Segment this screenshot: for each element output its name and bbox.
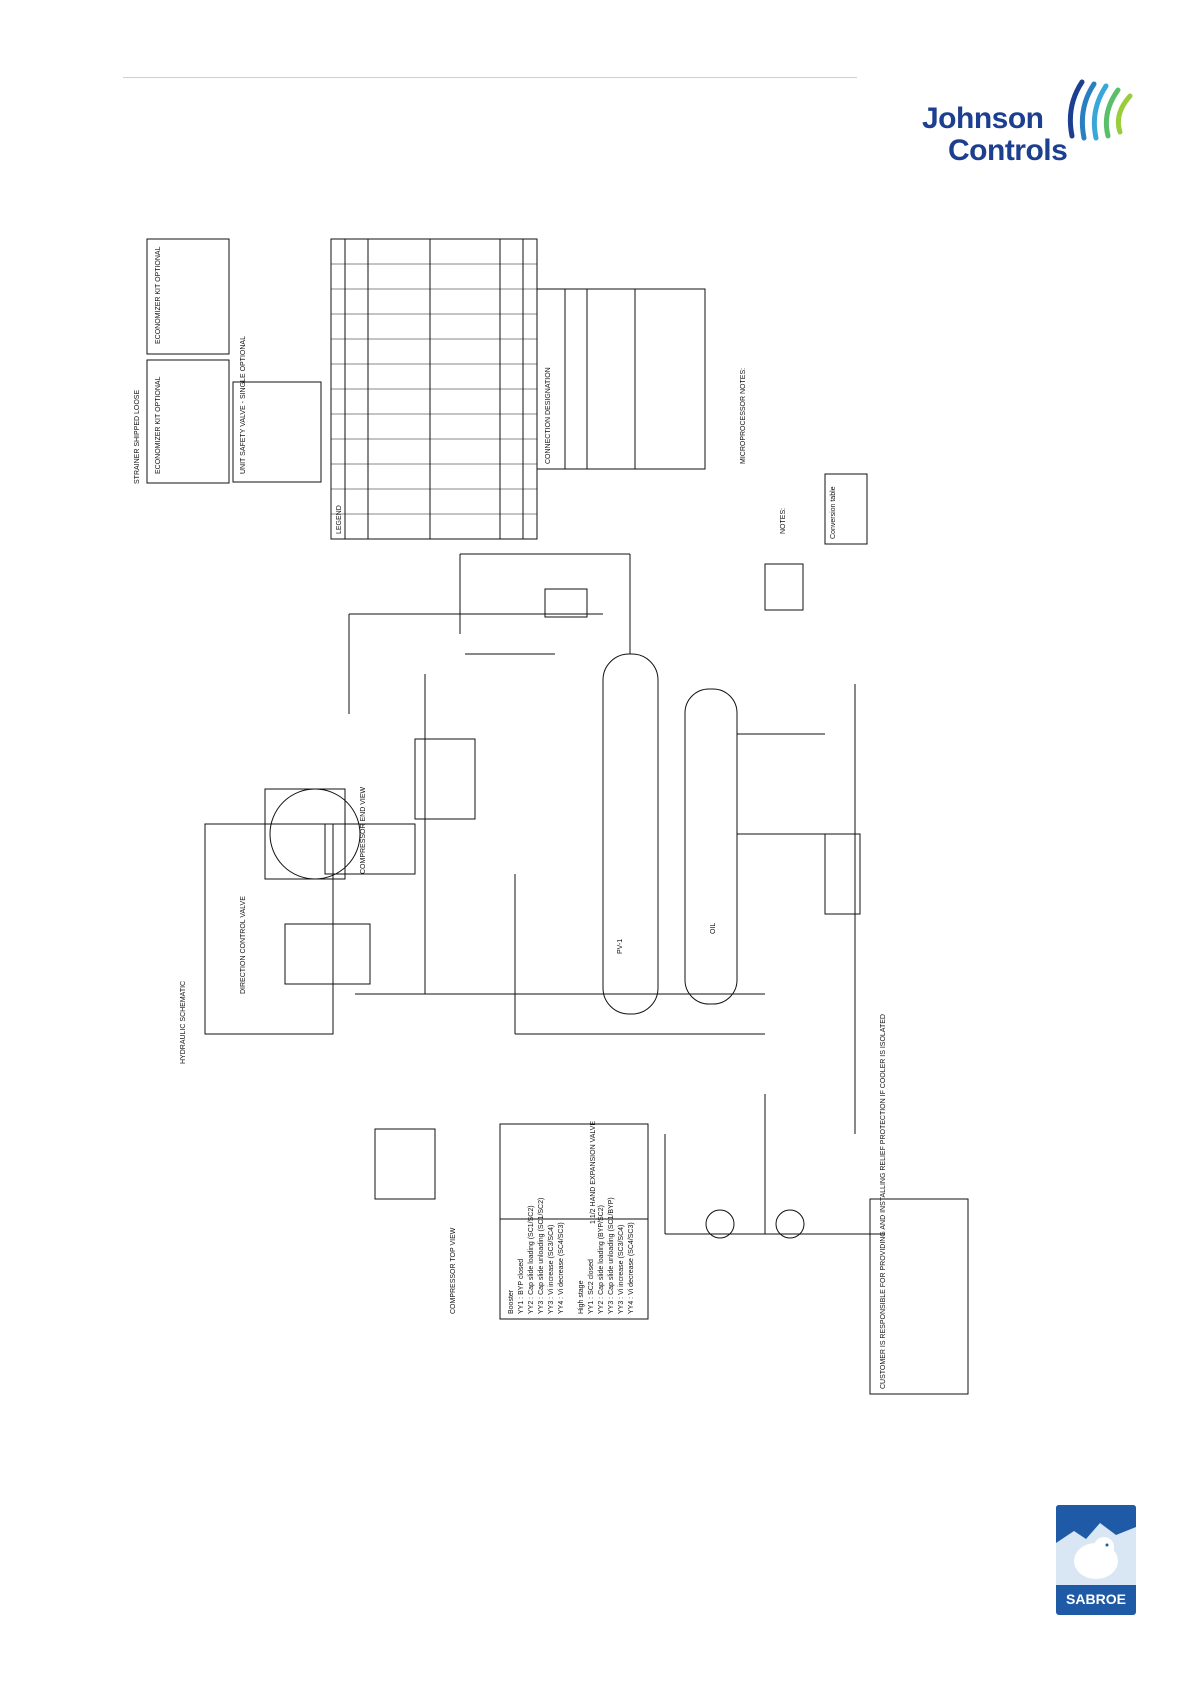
- unit-safety-valve-label: UNIT SAFETY VALVE - SINGLE OPTIONAL: [240, 336, 247, 474]
- direction-control-valve-label: DIRECTION CONTROL VALVE: [240, 896, 247, 994]
- compressor-end-view-label: COMPRESSOR END VIEW: [360, 786, 367, 874]
- piping-instrumentation-diagram: HYDRAULIC SCHEMATIC DIRECTION CONTROL VA…: [134, 238, 969, 1395]
- booster-row-5: YY4 : Vi decrease (SC4/SC3): [558, 1222, 565, 1314]
- economizer-box-1: [146, 238, 230, 355]
- booster-row-3: YY3 : Cap slide unloading (SC1/SC2): [538, 1198, 545, 1314]
- oil-pump-1: [705, 1209, 735, 1239]
- hydraulic-schematic-body: [374, 1128, 436, 1200]
- connection-title: CONNECTION DESIGNATION: [545, 367, 552, 464]
- header-rule: [123, 77, 857, 78]
- receiver-label: OIL: [710, 923, 717, 934]
- booster-table: [499, 1123, 649, 1320]
- booster-row-2: YY2 : Cap slide loading (SC1/SC2): [528, 1205, 535, 1314]
- highstage-title: High stage: [578, 1280, 585, 1314]
- direction-control-valve-block: [204, 823, 334, 1035]
- motor-housing: [414, 738, 476, 820]
- booster-row-1: YY1 : BYP closed: [518, 1259, 525, 1314]
- customer-note: CUSTOMER IS RESPONSIBLE FOR PROVIDING AN…: [880, 1014, 887, 1389]
- johnson-controls-logo: Johnson Controls: [922, 76, 1142, 167]
- highstage-row-2: YY2 : Cap slide loading (BYP/SC2): [598, 1205, 605, 1314]
- logo-line-2: Controls: [948, 134, 1068, 167]
- hand-expansion-label: 1 1/2 HAND EXPANSION VALVE: [590, 1121, 597, 1224]
- economizer-kit-1-label: ECONOMIZER KIT OPTIONAL: [155, 246, 162, 344]
- booster-row-4: YY3 : Vi increase (SC3/SC4): [548, 1225, 555, 1314]
- compressor-outline: [269, 788, 361, 880]
- separator-label: PV-1: [617, 939, 624, 954]
- economizer-box-2: [146, 359, 230, 484]
- microprocessor-notes-label: MICROPROCESSOR NOTES:: [740, 368, 747, 464]
- highstage-row-4: YY3 : Vi increase (SC3/SC4): [618, 1225, 625, 1314]
- conversion-title: Conversion table: [830, 486, 837, 539]
- conversion-table: [824, 473, 868, 545]
- control-table: [284, 923, 371, 985]
- pressure-transmitter-box: [544, 588, 588, 618]
- booster-title: Booster: [508, 1289, 515, 1314]
- oil-separator-vessel: [602, 653, 659, 1015]
- receiver-vessel: [684, 688, 738, 1005]
- johnson-controls-mark-icon: [1067, 79, 1133, 141]
- connection-table: [536, 288, 706, 470]
- hydraulic-schematic-label: HYDRAULIC SCHEMATIC: [180, 981, 187, 1064]
- logo-line-1: Johnson: [922, 102, 1044, 135]
- compressor-top-view-label: COMPRESSOR TOP VIEW: [450, 1227, 457, 1314]
- oil-cooler: [824, 833, 861, 915]
- economizer-kit-2-label: ECONOMIZER KIT OPTIONAL: [155, 376, 162, 474]
- compressor-housing: [264, 788, 346, 880]
- filter-box: [764, 563, 804, 611]
- oil-pump-2: [775, 1209, 805, 1239]
- sabroe-logo: SABROE: [1056, 1505, 1136, 1615]
- legend-title: LEGEND: [336, 505, 343, 534]
- customer-note-box: [869, 1198, 969, 1395]
- notes-label: NOTES:: [780, 508, 787, 534]
- polar-bear-icon: [1056, 1505, 1136, 1585]
- sabroe-label: SABROE: [1066, 1591, 1126, 1607]
- sae-table: [324, 823, 416, 875]
- unit-safety-valve-box: [232, 381, 322, 483]
- highstage-row-3: YY3 : Cap slide unloading (SC1/BYP): [608, 1197, 615, 1314]
- strainer-label: STRAINER SHIPPED LOOSE: [134, 390, 141, 484]
- highstage-row-1: YY1 : SC2 closed: [588, 1259, 595, 1314]
- highstage-row-5: YY4 : Vi decrease (SC4/SC3): [628, 1222, 635, 1314]
